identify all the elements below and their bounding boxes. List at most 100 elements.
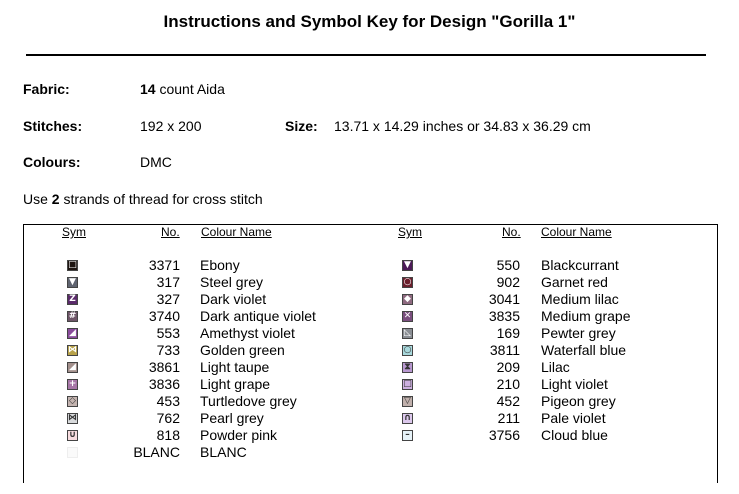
left-no-header: No. <box>161 225 180 239</box>
colour-name: Powder pink <box>200 427 278 443</box>
strands-note-pre: Use <box>23 191 52 207</box>
colour-name: Dark antique violet <box>200 308 316 324</box>
colour-name: Ebony <box>200 257 240 273</box>
color-symbol-icon: – <box>402 430 413 441</box>
size-value: 13.71 x 14.29 inches or 34.83 x 36.29 cm <box>334 118 591 134</box>
color-symbol-icon: + <box>67 379 78 390</box>
colour-name: Waterfall blue <box>541 342 627 358</box>
colour-name: Pearl grey <box>200 410 264 426</box>
color-symbol-icon: ⋈ <box>67 345 78 356</box>
dmc-number: 3041 <box>488 291 520 307</box>
colour-name: Garnet red <box>541 274 608 290</box>
dmc-number: 902 <box>496 274 520 290</box>
table-row: +3836 Light grape <box>0 376 739 393</box>
dmc-number: 733 <box>156 342 180 358</box>
fabric-type: count Aida <box>155 81 225 97</box>
color-symbol-icon: ▼ <box>402 260 413 271</box>
colour-name: Steel grey <box>200 274 264 290</box>
colour-name: Pale violet <box>541 410 606 426</box>
color-symbol-icon: ◆ <box>402 294 413 305</box>
dmc-number: 452 <box>496 393 520 409</box>
colour-name: Light grape <box>200 376 271 392</box>
colour-name: Pewter grey <box>541 325 616 341</box>
stitches-label: Stitches: <box>23 118 83 134</box>
dmc-number: BLANC <box>133 444 180 460</box>
color-symbol-icon: □ <box>402 379 413 390</box>
colour-name: Light taupe <box>200 359 270 375</box>
color-symbol-icon: # <box>67 311 78 322</box>
colour-name: Golden green <box>200 342 285 358</box>
dmc-number: 169 <box>496 325 520 341</box>
strands-note-post: strands of thread for cross stitch <box>59 191 263 207</box>
strands-count: 2 <box>51 191 60 207</box>
table-row: ◢ 553 Amethyst violet <box>0 325 739 342</box>
color-symbol-icon: Z <box>67 294 78 305</box>
left-name-header: Colour Name <box>201 225 272 239</box>
right-name-header: Colour Name <box>541 225 612 239</box>
table-row: ⋈ 762 Pearl grey <box>0 410 739 427</box>
dmc-number: 553 <box>156 325 180 341</box>
colour-name: Cloud blue <box>541 427 608 443</box>
colour-name: BLANC <box>200 444 247 460</box>
right-no-header: No. <box>502 225 521 239</box>
symbol-key-table <box>23 224 718 483</box>
colours-label: Colours: <box>23 154 81 170</box>
color-symbol-icon: ∪ <box>67 430 78 441</box>
colour-name: Medium lilac <box>541 291 619 307</box>
table-row: ⋈ 733 Golden green <box>0 342 739 359</box>
dmc-number: 210 <box>496 376 520 392</box>
table-row: – 3756 Cloud blue <box>0 427 739 444</box>
color-symbol-icon <box>67 447 78 458</box>
color-symbol-icon: ◢ <box>67 328 78 339</box>
fabric-label: Fabric: <box>23 81 70 97</box>
color-symbol-icon: ◇ <box>67 396 78 407</box>
strands-note: Use 2 strands of thread for cross stitch <box>23 191 263 207</box>
color-symbol-icon: □ <box>67 260 78 271</box>
dmc-number: 762 <box>156 410 180 426</box>
colour-name: Turtledove grey <box>200 393 297 409</box>
title-divider <box>26 54 706 56</box>
dmc-number: 3371 <box>148 257 180 273</box>
color-symbol-icon: ∩ <box>402 413 413 424</box>
color-symbol-icon: ⋈ <box>67 413 78 424</box>
colour-name: Amethyst violet <box>200 325 295 341</box>
dmc-number: 818 <box>156 427 180 443</box>
fabric-value: 14 count Aida <box>140 81 225 97</box>
table-row: ▼ 317 Steel grey <box>0 274 739 291</box>
table-row: BLANC BLANC <box>0 444 739 461</box>
colours-value: DMC <box>140 154 172 170</box>
dmc-number: 3836 <box>148 376 180 392</box>
stitches-value: 192 x 200 <box>140 118 202 134</box>
right-sym-header: Sym <box>398 225 422 239</box>
table-row: □ 3371 Ebony <box>0 257 739 274</box>
color-symbol-icon: ▽ <box>402 396 413 407</box>
colour-name: Dark violet <box>200 291 267 307</box>
colour-name: Lilac <box>541 359 570 375</box>
dmc-number: 211 <box>497 410 520 426</box>
color-symbol-icon: ⧗ <box>402 362 413 373</box>
dmc-number: 3861 <box>148 359 180 375</box>
table-row: □ 210 Light violet <box>0 376 739 393</box>
dmc-number: 3756 <box>488 427 520 443</box>
dmc-number: 317 <box>156 274 180 290</box>
dmc-number: 550 <box>496 257 520 273</box>
page-title: Instructions and Symbol Key for Design "… <box>163 12 576 31</box>
color-symbol-icon: ✕ <box>402 311 413 322</box>
table-row: ∪ 818 Powder pink <box>0 427 739 444</box>
dmc-number: 3835 <box>488 308 520 324</box>
dmc-number: 453 <box>156 393 180 409</box>
table-row: ◇ 453 Turtledove grey <box>0 393 739 410</box>
table-row: ∩ 211 Pale violet <box>0 410 739 427</box>
dmc-number: 327 <box>156 291 180 307</box>
color-symbol-icon: ▼ <box>67 277 78 288</box>
colour-name: Light violet <box>541 376 608 392</box>
